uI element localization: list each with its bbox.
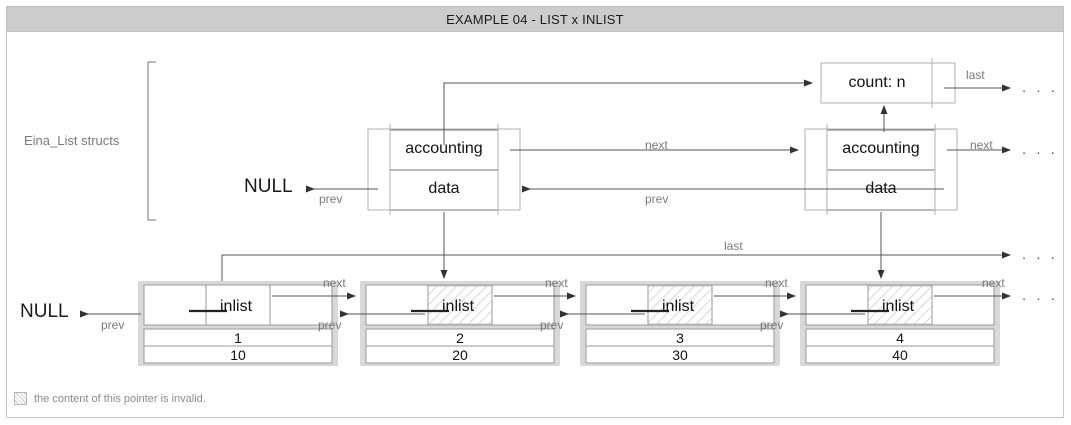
inlist-next-label-3: next xyxy=(765,276,788,290)
count-last-target-dots: . . . xyxy=(1022,79,1058,96)
title-bar: EXAMPLE 04 - LIST x INLIST xyxy=(6,6,1064,32)
inlist-node-4-value-a: 4 xyxy=(896,330,904,346)
inlist-node-2-value-a: 2 xyxy=(456,330,464,346)
list-prev-label-2: prev xyxy=(645,192,669,206)
legend-text: the content of this pointer is invalid. xyxy=(34,392,206,405)
count-box-shape xyxy=(820,58,956,108)
inlist-prev-label-2: prev xyxy=(318,318,342,332)
inlist-node-1-value-b: 10 xyxy=(230,347,246,363)
eina-list-group-label: Eina_List structs xyxy=(24,133,120,148)
eina-list-node-1-accounting: accounting xyxy=(405,140,483,157)
inlist-node-4-value-b: 40 xyxy=(892,347,908,363)
inlist-node-1-pointer-field: inlist xyxy=(220,298,253,315)
inlist-node-3-pointer-field: inlist xyxy=(662,298,695,315)
inlist-next-label-4: next xyxy=(982,276,1005,290)
list-prev-label-1: prev xyxy=(319,192,343,206)
inlist-node-1-shape xyxy=(138,281,338,366)
legend: the content of this pointer is invalid. xyxy=(14,392,206,405)
inlist-node-2-value-b: 20 xyxy=(452,347,468,363)
count-box-label: count: n xyxy=(848,74,906,91)
inlist-next-label-2: next xyxy=(545,276,568,290)
accounting-pointer-1 xyxy=(443,79,813,145)
inlist-node-2-shape xyxy=(360,281,560,366)
page-title: EXAMPLE 04 - LIST x INLIST xyxy=(446,11,624,27)
invalid-pointer-hatch-icon xyxy=(14,392,27,405)
inlist-prev-label-4: prev xyxy=(760,318,784,332)
inlist-node-2-pointer-field: inlist xyxy=(442,298,475,315)
list-next-label-1: next xyxy=(645,138,668,152)
inlist-node-3-value-b: 30 xyxy=(672,347,688,363)
inlist-node-3-value-a: 3 xyxy=(676,330,684,346)
list-next-target-dots-2: . . . xyxy=(1022,141,1058,158)
inlist-node-4-pointer-field: inlist xyxy=(882,298,915,315)
eina-list-bracket xyxy=(147,61,156,221)
count-last-link-label: last xyxy=(966,68,985,82)
eina-list-node-2-data: data xyxy=(865,180,897,197)
inlist-next-target-dots-4: . . . xyxy=(1022,287,1058,304)
inlist-node-4-shape xyxy=(800,281,1000,366)
inlist-node-1-value-a: 1 xyxy=(234,330,242,346)
inlist-node-3-shape xyxy=(580,281,780,366)
list-next-label-2: next xyxy=(970,138,993,152)
last-pointer-target-dots: . . . xyxy=(1022,246,1058,263)
eina-list-node-1-data: data xyxy=(428,180,460,197)
eina-list-node-1-shape xyxy=(367,124,521,215)
inlist-next-label-1: next xyxy=(323,276,346,290)
eina-list-node-2-shape xyxy=(804,124,958,215)
inlist-prev-label-1: prev xyxy=(101,318,125,332)
null-label-bottom: NULL xyxy=(20,301,69,322)
null-label-top: NULL xyxy=(244,176,293,197)
inlist-prev-label-3: prev xyxy=(540,318,564,332)
last-pointer-label: last xyxy=(724,239,743,253)
eina-list-node-2-accounting: accounting xyxy=(842,140,920,157)
